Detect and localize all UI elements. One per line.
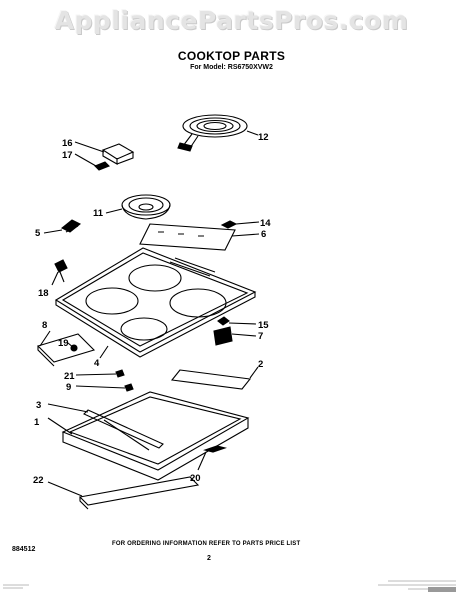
ordering-note: FOR ORDERING INFORMATION REFER TO PARTS …	[112, 541, 301, 547]
callout-1: 1	[34, 417, 40, 428]
callout-5: 5	[35, 228, 41, 239]
callout-14: 14	[260, 218, 271, 229]
part-1-3-burner-box	[47, 391, 250, 481]
part-4-cooktop-top	[54, 247, 257, 359]
callout-18: 18	[38, 288, 49, 299]
callout-17: 17	[62, 150, 73, 161]
page-title: COOKTOP PARTS	[177, 49, 286, 63]
watermark: AppliancePartsPros.com	[54, 6, 409, 35]
part-16-17-terminal-block	[74, 141, 135, 171]
callout-21: 21	[64, 371, 75, 382]
part-22-bottom-pan	[47, 476, 200, 510]
callout-15: 15	[258, 320, 269, 331]
callout-19: 19	[58, 338, 69, 349]
callout-6: 6	[261, 229, 266, 240]
part-20-brace	[197, 445, 227, 471]
fineprint-right-mark	[368, 579, 458, 594]
callout-20: 20	[190, 473, 201, 484]
fineprint-left-mark	[3, 583, 33, 592]
page-number: 2	[207, 555, 211, 562]
callout-12: 12	[258, 132, 269, 143]
callout-2: 2	[258, 359, 263, 370]
diagram-code: 884512	[12, 546, 36, 553]
part-21-9-screws	[75, 369, 134, 392]
callout-9: 9	[66, 382, 71, 393]
callout-3: 3	[36, 400, 41, 411]
part-12-surface-element	[177, 114, 259, 152]
callout-labels: 1 2 3 4 5 6 7 8 9 11 12 14 15 16 17 18 1…	[33, 132, 271, 486]
callout-4: 4	[94, 358, 100, 369]
part-2-rear-trim	[170, 366, 259, 390]
part-11-drip-bowl	[105, 194, 171, 220]
callout-8: 8	[42, 320, 47, 331]
part-6-14-panel-strip	[139, 220, 260, 251]
callout-16: 16	[62, 138, 73, 149]
part-15-7-switch	[213, 316, 257, 346]
part-5-receptacle	[43, 219, 82, 234]
callout-7: 7	[258, 331, 263, 342]
callout-11: 11	[93, 208, 104, 219]
part-18-clip	[51, 259, 68, 286]
part-8-19-bracket	[36, 330, 96, 367]
model-subtitle: For Model: RS6750XVW2	[190, 64, 273, 71]
callout-22: 22	[33, 475, 44, 486]
